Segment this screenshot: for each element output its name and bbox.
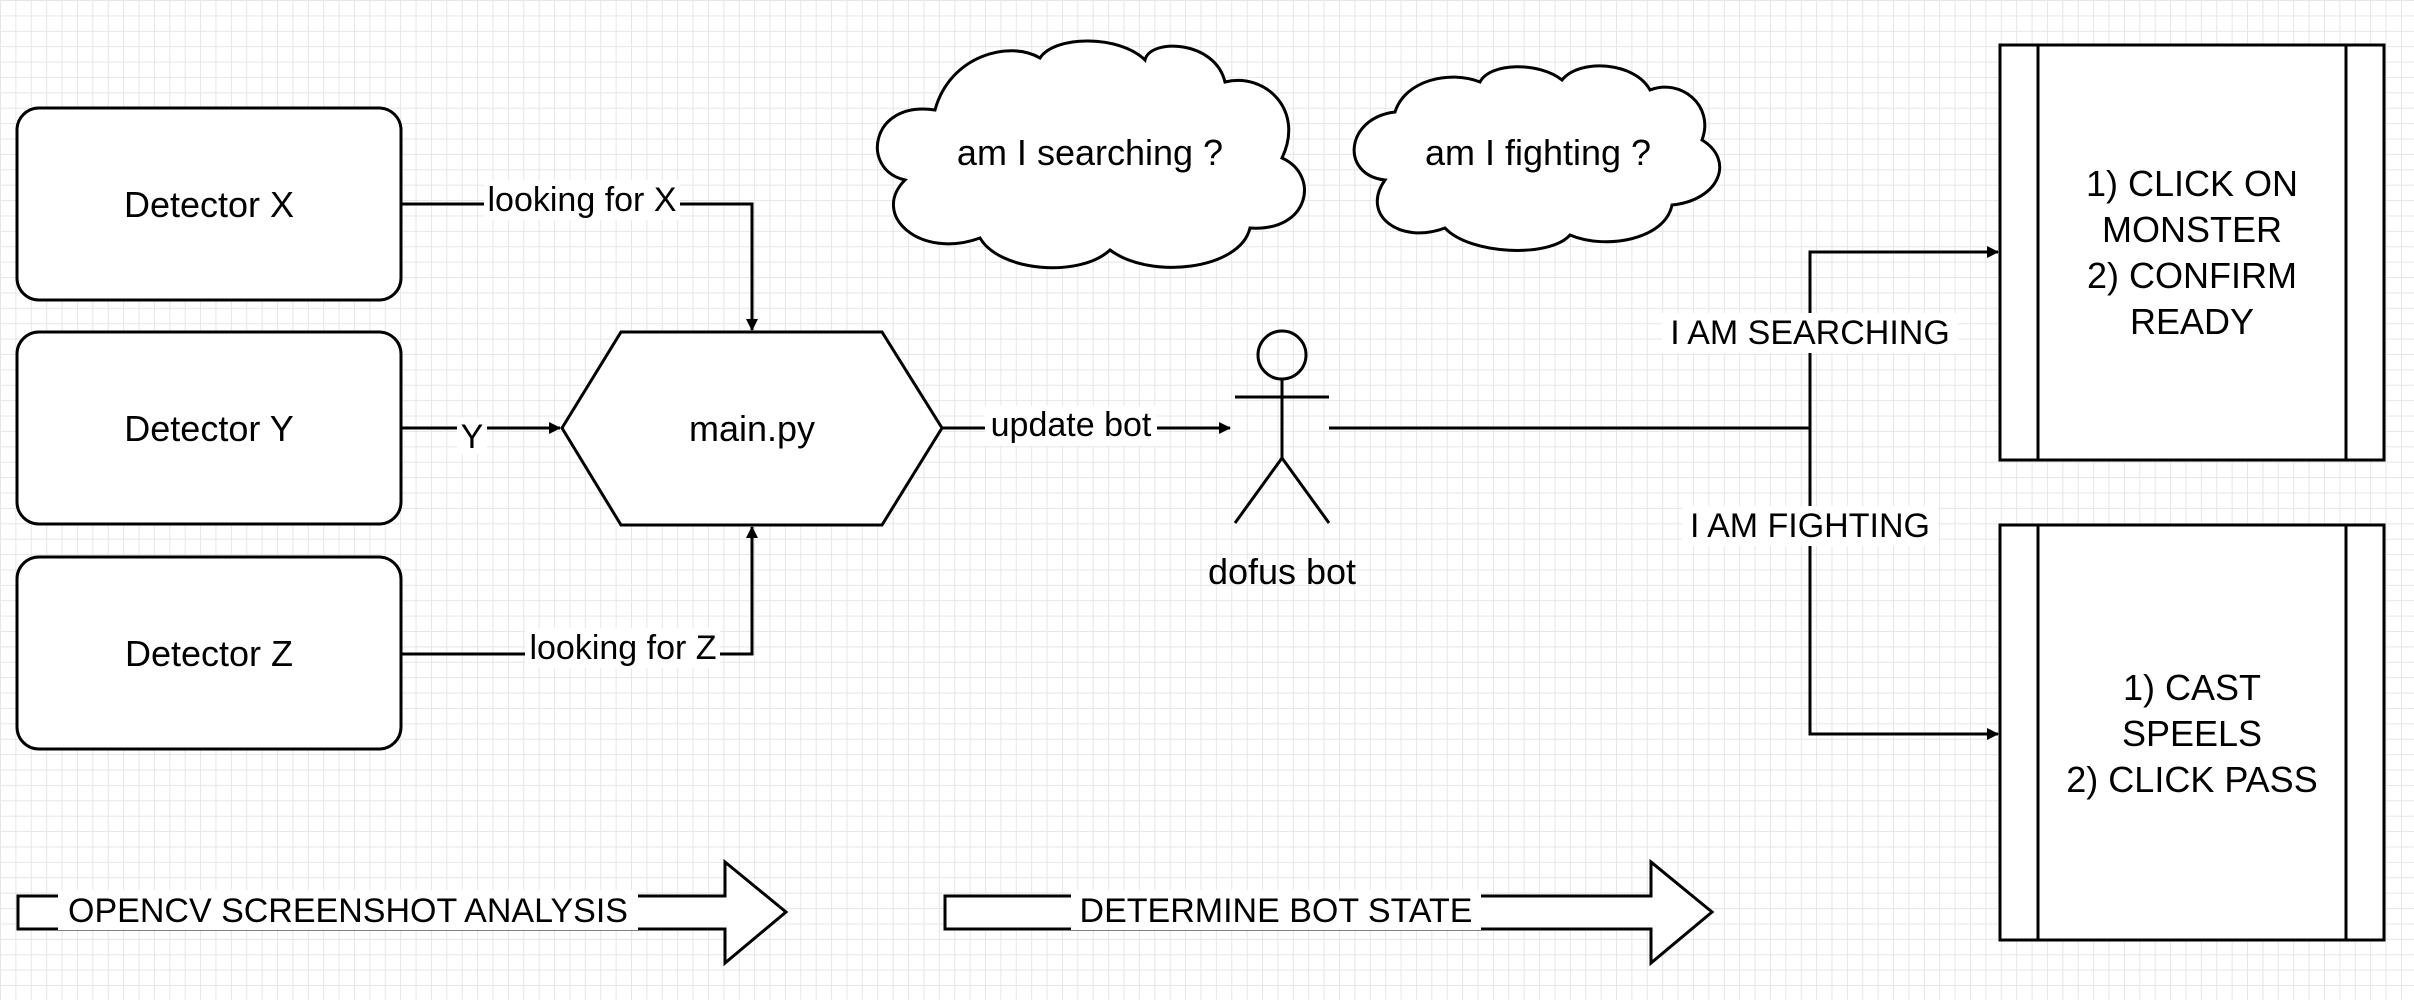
- search-process-line-4: READY: [2130, 301, 2254, 342]
- cloud-searching: am I searching ?: [875, 39, 1306, 270]
- edge-fighting-label: I AM FIGHTING: [1690, 507, 1930, 545]
- detector-y-label: Detector Y: [124, 408, 293, 449]
- edge-main-to-bot: update bot: [942, 406, 1231, 446]
- edge-fighting: I AM FIGHTING: [1682, 506, 1938, 546]
- cloud-fighting: am I fighting ?: [1352, 64, 1722, 252]
- cloud-searching-label: am I searching ?: [957, 132, 1223, 173]
- edge-y-label: Y: [461, 418, 484, 456]
- phase-arrow-state: DETERMINE BOT STATE: [943, 858, 1715, 967]
- search-process-box: 1) CLICK ON MONSTER 2) CONFIRM READY: [1998, 43, 2386, 462]
- phase-arrow-analysis: OPENCV SCREENSHOT ANALYSIS: [16, 858, 789, 967]
- edge-x-label: looking for X: [488, 181, 677, 219]
- dofus-bot-actor: [1233, 329, 1331, 524]
- edge-z-to-main: looking for Z: [401, 526, 758, 668]
- cloud-fighting-label: am I fighting ?: [1425, 132, 1651, 173]
- detector-x-box: Detector X: [15, 106, 403, 302]
- edge-y-to-main: Y: [401, 418, 561, 456]
- detector-z-label: Detector Z: [125, 633, 293, 674]
- detector-x-label: Detector X: [124, 184, 294, 225]
- search-process-line-1: 1) CLICK ON: [2086, 163, 2298, 204]
- fight-process-box: 1) CAST SPEELS 2) CLICK PASS: [1998, 523, 2386, 942]
- search-process-line-2: MONSTER: [2102, 209, 2282, 250]
- phase-analysis-label: OPENCV SCREENSHOT ANALYSIS: [68, 892, 628, 930]
- main-hexagon: main.py: [560, 330, 944, 527]
- edge-x-to-main: looking for X: [401, 180, 758, 331]
- phase-state-label: DETERMINE BOT STATE: [1080, 892, 1473, 930]
- main-label: main.py: [689, 408, 815, 449]
- edge-z-label: looking for Z: [529, 629, 716, 667]
- dofus-bot-label: dofus bot: [1208, 551, 1356, 592]
- edge-main-to-bot-label: update bot: [991, 406, 1152, 444]
- detector-y-box: Detector Y: [15, 330, 403, 526]
- search-process-line-3: 2) CONFIRM: [2087, 255, 2297, 296]
- detector-z-box: Detector Z: [15, 555, 403, 751]
- edge-searching-label: I AM SEARCHING: [1670, 314, 1950, 352]
- fight-process-line-3: 2) CLICK PASS: [2066, 759, 2317, 800]
- fight-process-line-1: 1) CAST: [2123, 667, 2261, 708]
- edge-searching: I AM SEARCHING: [1662, 313, 1958, 353]
- fight-process-line-2: SPEELS: [2122, 713, 2262, 754]
